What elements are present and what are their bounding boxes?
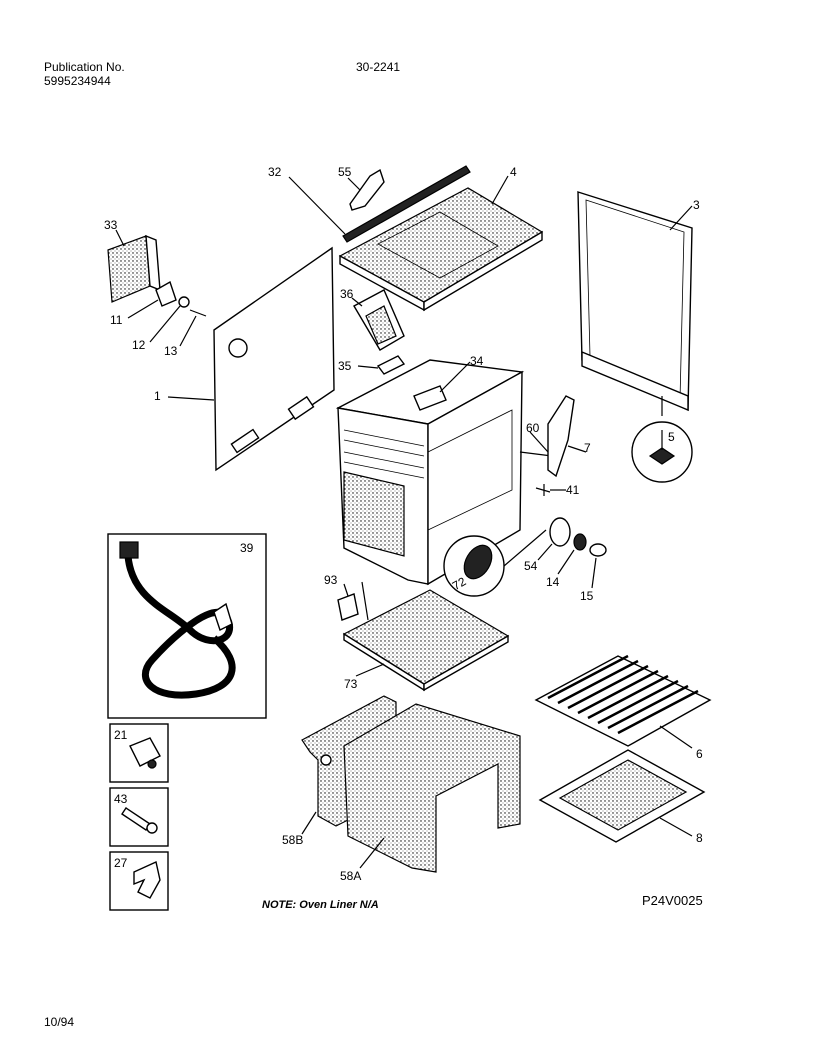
callout-12: 12: [132, 338, 146, 352]
callout-21: 21: [114, 728, 128, 742]
part-14-socket: [557, 533, 587, 575]
callout-3: 3: [693, 198, 700, 212]
callout-11: 11: [110, 313, 123, 327]
part-13-screw: [179, 309, 207, 347]
part-3-back-panel: [577, 191, 693, 412]
part-5-leveler: [631, 396, 693, 483]
part-15-bulb: [589, 543, 607, 589]
part-33-box: [107, 229, 161, 303]
part-34-vent: [413, 361, 471, 411]
part-55-bracket: [347, 168, 385, 211]
part-41-pin: [535, 484, 566, 496]
callout-33: 33: [104, 218, 118, 232]
part-21-box: [109, 723, 169, 783]
part-43-screw: [109, 787, 169, 847]
callout-36: 36: [340, 287, 354, 301]
part-32-strip: [288, 165, 471, 243]
callout-4: 4: [510, 165, 517, 179]
callout-35: 35: [338, 359, 352, 373]
part-60-clip: [519, 431, 553, 457]
part-12-fitting: [149, 296, 190, 343]
callout-14: 14: [546, 575, 560, 589]
callout-73: 73: [344, 677, 358, 691]
callout-6: 6: [696, 747, 703, 761]
callout-15: 15: [580, 589, 594, 603]
callout-54: 54: [524, 559, 538, 573]
oven-cavity-body: [335, 359, 525, 586]
callout-58b: 58B: [282, 833, 303, 847]
callout-93: 93: [324, 573, 338, 587]
part-4-top-panel: [338, 175, 544, 312]
part-7-hinge: [547, 395, 587, 478]
callout-5: 5: [668, 430, 675, 444]
part-58a-insulation: [343, 703, 521, 873]
callout-labels: 32 55 4 3 33 11 12 13 36 35 34 1 60 7 5 …: [104, 165, 703, 883]
callout-41: 41: [566, 483, 580, 497]
part-39-power-cord: [107, 533, 267, 719]
part-35-plate: [357, 355, 406, 375]
part-36-duct: [351, 289, 405, 351]
callout-55: 55: [338, 165, 352, 179]
model-code: 30-2241: [356, 60, 401, 74]
callout-43: 43: [114, 792, 128, 806]
callout-8: 8: [696, 831, 703, 845]
publication-number: 5995234944: [44, 74, 111, 88]
callout-72: 72: [450, 574, 469, 593]
part-93-switch: [337, 581, 369, 621]
part-1-side-panel: [167, 246, 335, 472]
part-8-broiler-pan: [538, 749, 706, 843]
part-72-inset: [443, 529, 547, 597]
part-11-bracket: [127, 280, 177, 319]
revision-date: 10/94: [44, 1015, 74, 1029]
publication-label: Publication No.: [44, 60, 125, 74]
callout-13: 13: [164, 344, 178, 358]
part-73-bottom-panel: [342, 589, 510, 692]
callout-7: 7: [584, 441, 591, 455]
callout-1: 1: [154, 389, 161, 403]
callout-27: 27: [114, 856, 128, 870]
part-27-clamp: [109, 851, 169, 911]
callout-60: 60: [526, 421, 540, 435]
callout-34: 34: [470, 354, 484, 368]
part-6-oven-rack: [534, 654, 712, 749]
callout-58a: 58A: [340, 869, 361, 883]
oven-liner-note: NOTE: Oven Liner N/A: [262, 899, 379, 911]
callout-32: 32: [268, 165, 282, 179]
callout-39: 39: [240, 541, 254, 555]
part-54-receptacle: [537, 517, 571, 561]
drawing-code: P24V0025: [642, 893, 703, 908]
